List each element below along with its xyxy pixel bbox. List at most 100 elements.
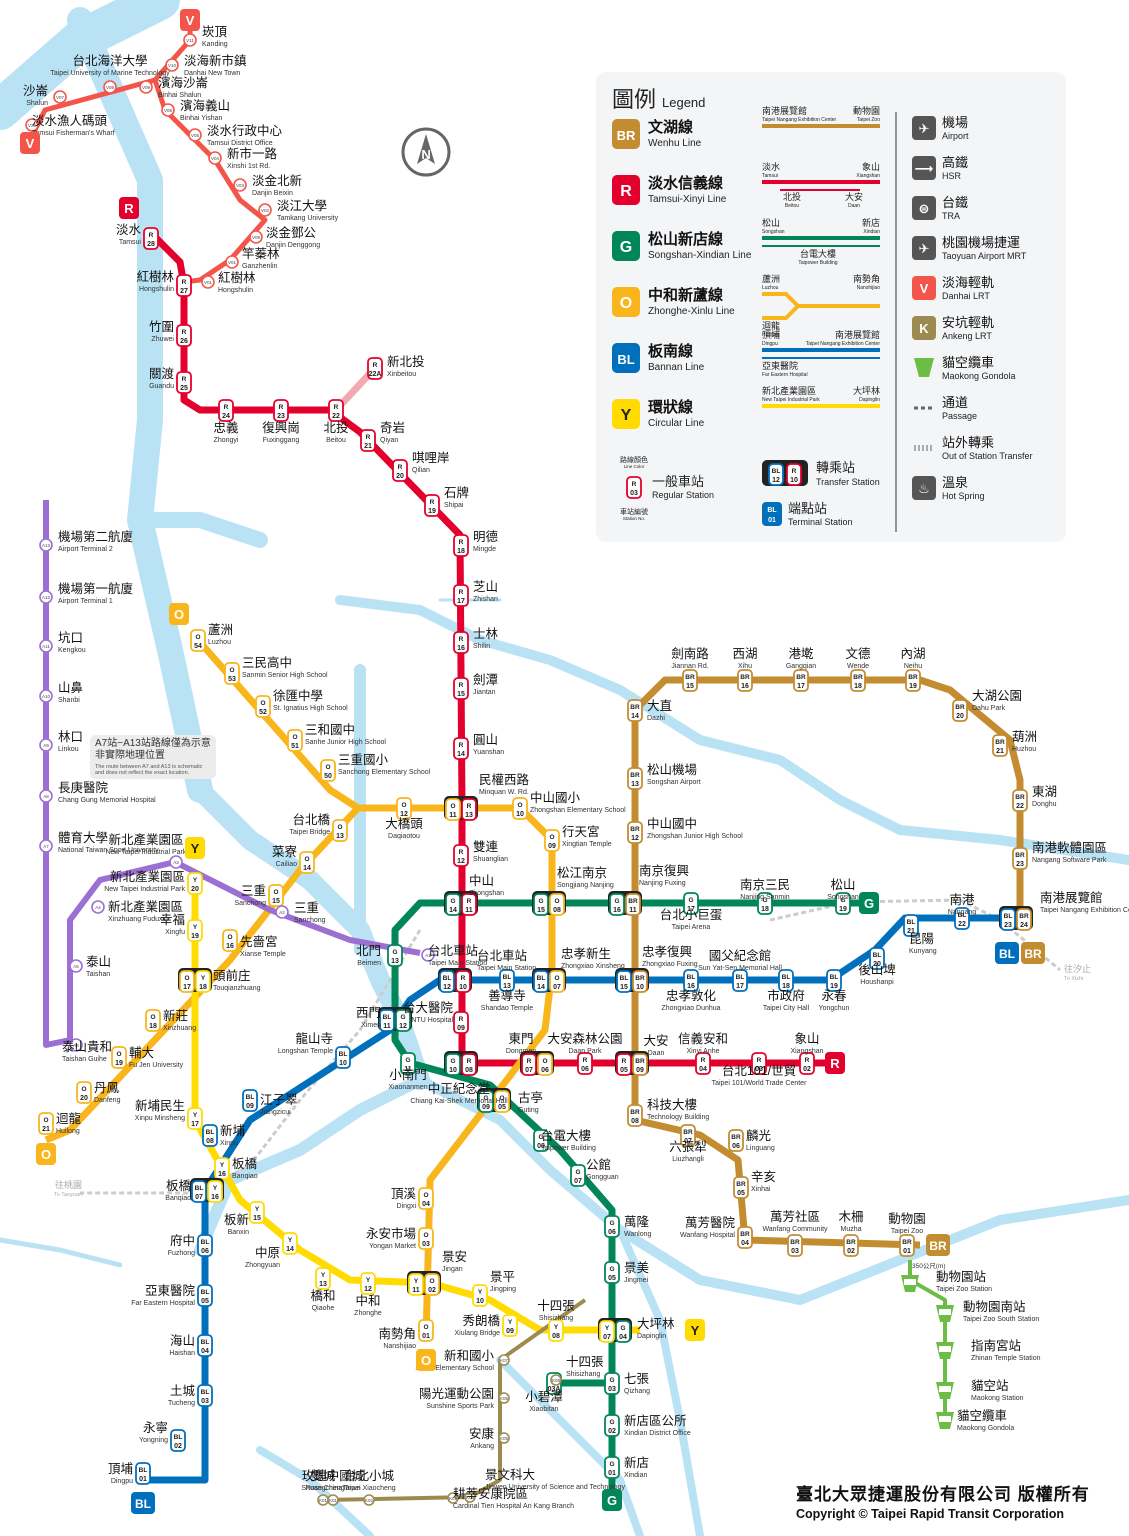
station-r09[interactable]: R09 bbox=[453, 1011, 469, 1034]
station-k06[interactable]: K06 bbox=[498, 1392, 510, 1404]
station-k04[interactable]: K04 bbox=[464, 1491, 476, 1503]
station-y10[interactable]: Y10 bbox=[472, 1284, 488, 1307]
station-r23[interactable]: R23 bbox=[273, 399, 289, 422]
station-v09[interactable]: V09 bbox=[139, 80, 153, 94]
station-v08[interactable]: V08 bbox=[103, 80, 117, 94]
station-g13[interactable]: G13 bbox=[387, 944, 403, 967]
station-a9[interactable]: A9 bbox=[39, 738, 53, 752]
station-g02[interactable]: G02 bbox=[604, 1414, 620, 1437]
gondola-gd1[interactable] bbox=[901, 1275, 919, 1292]
station-r15[interactable]: R15 bbox=[453, 677, 469, 700]
station-r20[interactable]: R20 bbox=[392, 459, 408, 482]
station-o20[interactable]: O20 bbox=[76, 1081, 92, 1104]
gondola-gd4[interactable] bbox=[936, 1382, 954, 1399]
station-v02[interactable]: V02 bbox=[258, 203, 272, 217]
station-g07[interactable]: G07 bbox=[570, 1164, 586, 1187]
station-a6[interactable]: A6 bbox=[69, 1038, 83, 1052]
station-g19[interactable]: G19 bbox=[835, 892, 851, 915]
station-o18[interactable]: O18 bbox=[145, 1009, 161, 1032]
station-y16[interactable]: Y16 bbox=[214, 1157, 230, 1180]
station-o15[interactable]: O15 bbox=[268, 884, 284, 907]
station-v07[interactable]: V07 bbox=[53, 90, 67, 104]
station-r26[interactable]: R26 bbox=[176, 324, 192, 347]
station-o51[interactable]: O51 bbox=[287, 729, 303, 752]
station-y09[interactable]: Y09 bbox=[502, 1314, 518, 1337]
station-o13[interactable]: O13 bbox=[332, 819, 348, 842]
station-y20[interactable]: Y20 bbox=[187, 872, 203, 895]
station-y14[interactable]: Y14 bbox=[282, 1232, 298, 1255]
station-r02[interactable]: R02 bbox=[799, 1052, 815, 1075]
station-k01[interactable]: K01 bbox=[317, 1494, 329, 1506]
station-a1[interactable]: A1 bbox=[421, 948, 435, 962]
station-y19[interactable]: Y19 bbox=[187, 919, 203, 942]
station-o01[interactable]: O01 bbox=[418, 1319, 434, 1342]
station-r27[interactable]: R27 bbox=[176, 274, 192, 297]
station-o09[interactable]: O09 bbox=[544, 829, 560, 852]
station-g03[interactable]: G03 bbox=[604, 1372, 620, 1395]
station-v03[interactable]: V03 bbox=[233, 178, 247, 192]
station-k08[interactable]: K08 bbox=[550, 1374, 562, 1386]
station-o52[interactable]: O52 bbox=[255, 695, 271, 718]
station-v01b[interactable]: V01 bbox=[225, 255, 239, 269]
station-k01b[interactable]: K01 bbox=[327, 1494, 339, 1506]
station-r24[interactable]: R24 bbox=[218, 399, 234, 422]
station-a2[interactable]: A2 bbox=[275, 905, 289, 919]
station-y08[interactable]: Y08 bbox=[548, 1319, 564, 1342]
station-o50[interactable]: O50 bbox=[320, 759, 336, 782]
station-a8[interactable]: A8 bbox=[39, 789, 53, 803]
station-v04[interactable]: V04 bbox=[208, 151, 222, 165]
station-g17[interactable]: G17 bbox=[683, 892, 699, 915]
gondola-gd2[interactable] bbox=[936, 1305, 954, 1322]
station-y15[interactable]: Y15 bbox=[249, 1201, 265, 1224]
station-a7[interactable]: A7 bbox=[39, 839, 53, 853]
station-o12[interactable]: O12 bbox=[396, 797, 412, 820]
station-y13[interactable]: Y13 bbox=[315, 1267, 331, 1290]
station-r06[interactable]: R06 bbox=[577, 1052, 593, 1075]
station-a10[interactable]: A10 bbox=[39, 689, 53, 703]
station-k03[interactable]: K03 bbox=[447, 1492, 459, 1504]
station-o53[interactable]: O53 bbox=[224, 662, 240, 685]
station-g01[interactable]: G01 bbox=[604, 1456, 620, 1479]
gondola-gd5[interactable] bbox=[936, 1412, 954, 1429]
station-a4[interactable]: A4 bbox=[91, 900, 105, 914]
station-r25[interactable]: R25 bbox=[176, 371, 192, 394]
station-g05[interactable]: G05 bbox=[604, 1261, 620, 1284]
station-r04[interactable]: R04 bbox=[695, 1052, 711, 1075]
station-y17[interactable]: Y17 bbox=[187, 1107, 203, 1130]
station-k02[interactable]: K02 bbox=[363, 1494, 375, 1506]
